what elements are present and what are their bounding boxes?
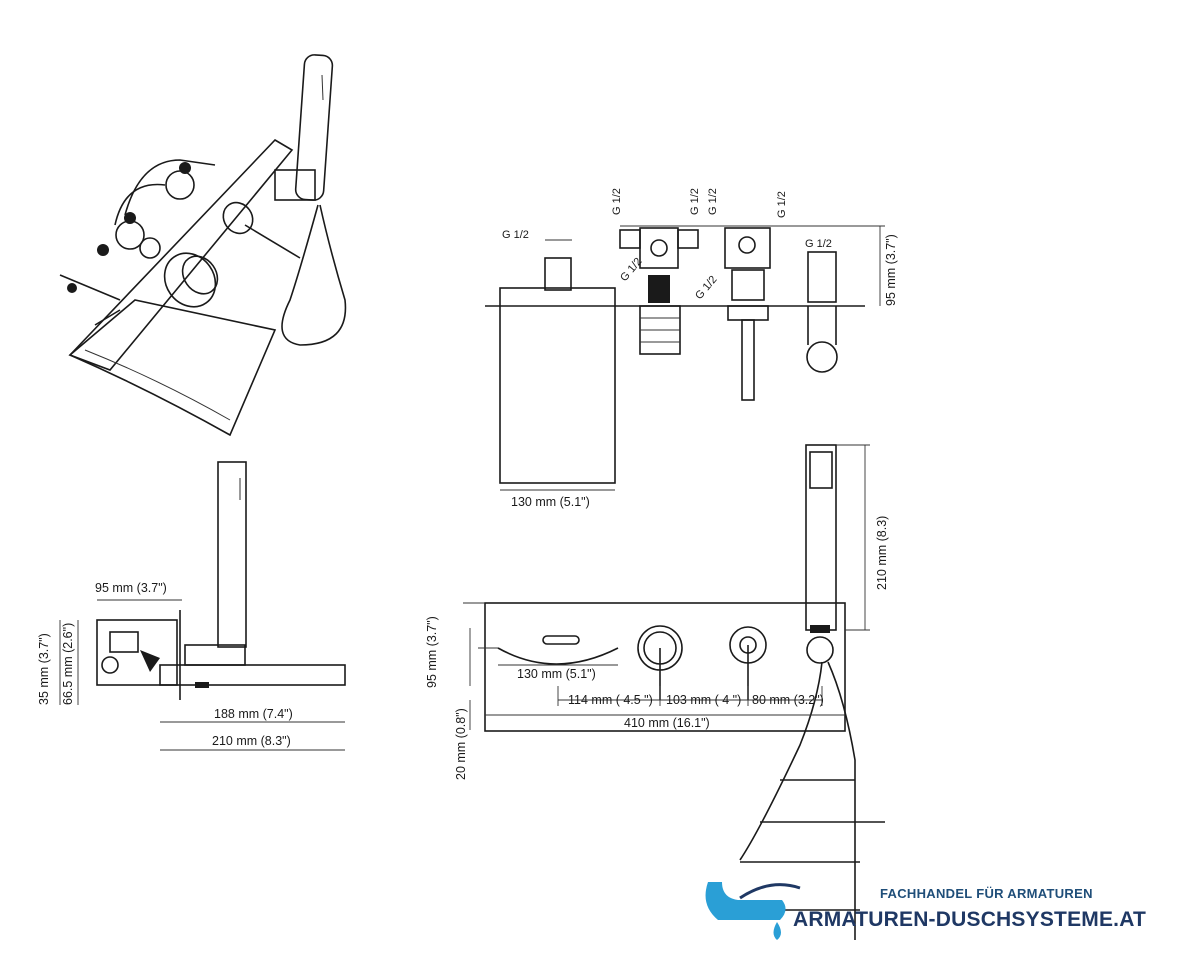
- iso-cap-4: [67, 283, 77, 293]
- g-label-8: G 1/2: [805, 238, 832, 250]
- side-view: 95 mm (3.7") 35 mm (3.7") 66.5 mm (2.6")…: [37, 461, 346, 751]
- brand-logo: FACHHANDEL FÜR ARMATUREN ARMATUREN-DUSCH…: [705, 882, 1146, 940]
- iso-mixer-inner: [181, 255, 219, 295]
- iso-valve-1: [165, 170, 195, 200]
- front-depth-label: 20 mm (0.8"): [454, 708, 468, 780]
- iso-mixer-handle: [163, 252, 217, 308]
- side-height-label-1: 35 mm (3.7"): [37, 633, 51, 705]
- side-body: [96, 619, 178, 686]
- side-length-label-1: 188 mm (7.4"): [214, 707, 293, 721]
- g-label-5: G 1/2: [776, 191, 788, 218]
- front-spout-curve: [497, 647, 619, 665]
- front-spacing-1-label: 114 mm ( 4.5 "): [568, 693, 653, 707]
- top-height-label: 95 mm (3.7"): [884, 234, 898, 306]
- side-holder: [184, 644, 246, 666]
- iso-spout-edge: [84, 349, 231, 421]
- top-diverter-body: [724, 227, 771, 269]
- side-length-label-2: 210 mm (8.3"): [212, 734, 291, 748]
- top-mixer-port: [650, 239, 668, 257]
- g-label-2: G 1/2: [611, 188, 623, 215]
- top-mixer-stem: [648, 275, 670, 303]
- top-diverter-port: [738, 236, 756, 254]
- top-diverter-cap: [727, 305, 769, 321]
- iso-pipe-2: [114, 183, 166, 226]
- side-inlet: [109, 631, 139, 653]
- top-diverter-stem: [731, 269, 765, 301]
- iso-cap-3: [179, 162, 191, 174]
- top-width-label: 130 mm (5.1"): [511, 495, 590, 509]
- front-handshower-nozzles: [809, 451, 833, 489]
- faucet-logo-icon: [705, 882, 786, 920]
- top-spout-inlet: [544, 257, 572, 291]
- iso-wall-plate: [68, 138, 294, 371]
- front-hose-2: [827, 661, 856, 940]
- top-spout-box: [499, 287, 616, 484]
- faucet-logo-spout: [739, 883, 801, 900]
- top-mixer-inlet-l: [619, 229, 641, 249]
- front-hose-1: [739, 661, 823, 861]
- iso-hose: [281, 204, 347, 346]
- front-holder: [806, 636, 834, 664]
- iso-spout: [68, 299, 277, 437]
- isometric-view: [59, 54, 347, 437]
- iso-spout-slot: [94, 309, 121, 326]
- front-spacing-2-label: 103 mm ( 4 "): [666, 693, 741, 707]
- front-spacing-3-label: 80 mm (3.2"): [752, 693, 824, 707]
- iso-holder: [274, 169, 316, 201]
- g-label-3: G 1/2: [689, 188, 701, 215]
- front-plate: [484, 602, 846, 732]
- front-spout-slot: [542, 635, 580, 645]
- g-label-1: G 1/2: [502, 229, 529, 241]
- iso-pipe-1: [124, 159, 216, 216]
- brand-name: ARMATUREN-DUSCHSYSTEME.AT: [793, 908, 1146, 931]
- side-width-label: 95 mm (3.7"): [95, 581, 167, 595]
- iso-diverter-lever: [244, 224, 301, 259]
- iso-pipe-3: [59, 274, 121, 301]
- iso-cap-2: [124, 212, 136, 224]
- top-holder-knob: [806, 341, 838, 373]
- front-total-label: 410 mm (16.1"): [624, 716, 710, 730]
- side-port: [101, 656, 119, 674]
- side-height-label-2: 66.5 mm (2.6"): [61, 623, 75, 705]
- side-outlet: [195, 682, 209, 688]
- iso-valve-3: [139, 237, 161, 259]
- g-label-7: G 1/2: [693, 274, 719, 302]
- g-label-4: G 1/2: [707, 188, 719, 215]
- side-spout: [159, 664, 346, 686]
- front-spout-label: 130 mm (5.1"): [517, 667, 596, 681]
- top-holder: [807, 251, 837, 303]
- front-handshower-label: 210 mm (8.3): [875, 516, 889, 590]
- front-height-label: 95 mm (3.7"): [425, 616, 439, 688]
- front-view: 95 mm (3.7") 20 mm (0.8") 130 mm (5.1") …: [425, 444, 889, 940]
- front-connector: [810, 625, 830, 633]
- iso-cap-1: [97, 244, 109, 256]
- top-mixer-body: [639, 227, 679, 269]
- iso-handshower-nozzles: [321, 74, 324, 101]
- top-mixer-inlet-r: [677, 229, 699, 249]
- water-drop-icon: [773, 922, 781, 940]
- iso-handshower: [294, 54, 334, 201]
- brand-tagline: FACHHANDEL FÜR ARMATUREN: [880, 886, 1093, 901]
- side-handshower: [217, 461, 247, 648]
- iso-diverter: [222, 201, 254, 235]
- top-diverter-lever: [741, 319, 755, 401]
- side-valve: [140, 650, 160, 672]
